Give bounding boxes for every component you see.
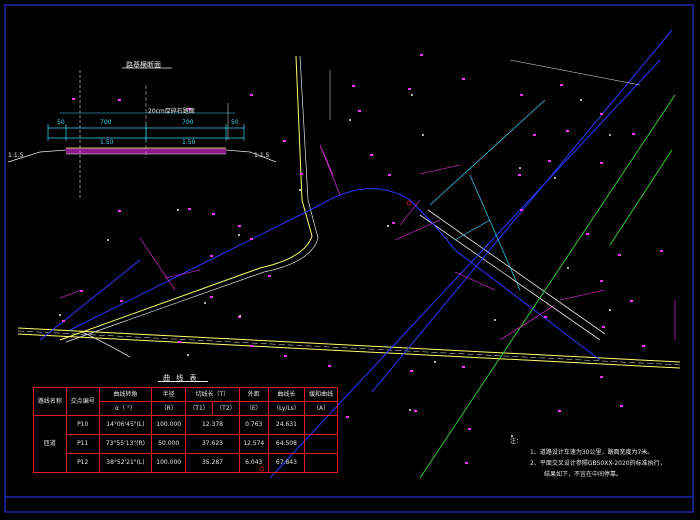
cell-tangent: 35.287	[185, 453, 240, 473]
table-row: 匝道 P10 14°06'45"(L) 100.000 12.378 0.763…	[33, 415, 338, 473]
cell-point: P12	[65, 453, 100, 473]
table-row: P12 38°52'21"(L) 100.000 35.287 6.043 67…	[34, 453, 338, 473]
cell-deflection: 14°06'45"(L)	[98, 415, 153, 435]
note-line: 2、平面交叉设计参照GB50XX-2020的标准执行，	[530, 460, 666, 467]
cross-section	[7, 67, 277, 200]
cell-radius: 100.000	[151, 415, 187, 435]
header-external: 外距	[238, 387, 269, 402]
dim-label-center-left: 700	[100, 119, 112, 126]
sub-t2: （T2）	[211, 401, 240, 416]
drawing-frame	[4, 4, 694, 513]
road-east	[419, 209, 606, 341]
cell-radius: 50.000	[151, 434, 187, 454]
slope-label-right: 1:1.5	[254, 152, 270, 159]
cell-external: 0.763	[238, 415, 269, 435]
cell-point: P11	[65, 434, 100, 454]
inner-dim-left: 1.50	[100, 139, 114, 146]
cell-transition	[304, 434, 338, 454]
note-line: 结果如下，不宜在中间停靠。	[544, 471, 623, 478]
table-row: P11 73°55'13"(R) 50.000 37.623 12.574 64…	[34, 434, 338, 454]
cell-curve-length: 67.843	[267, 453, 306, 473]
cell-curve-length: 24.631	[267, 415, 306, 435]
header-radius: 半径	[151, 387, 187, 402]
cell-transition	[304, 453, 338, 473]
route-name-cell: 匝道	[33, 415, 67, 473]
curve-table-title-underline	[158, 381, 208, 382]
cell-external: 12.574	[238, 434, 269, 454]
sub-external: （E）	[238, 401, 269, 416]
notes-head: 注：	[510, 438, 523, 445]
cell-radius: 100.000	[151, 453, 187, 473]
header-curve-length: 曲线长	[267, 387, 306, 402]
survey-points	[59, 94, 611, 437]
sub-transition: （A）	[304, 401, 338, 416]
cross-section-title: 路基横断面	[126, 61, 161, 69]
alignment-tags	[59, 144, 461, 299]
header-deflection: 曲线转角	[98, 387, 153, 402]
cell-tangent: 12.378	[185, 415, 240, 435]
header-tangent: 切线长（T）	[185, 387, 240, 402]
ground-markers	[62, 54, 663, 464]
sub-t1: （T1）	[185, 401, 213, 416]
main-road	[17, 327, 681, 369]
curve-table-title: 曲 线 表	[163, 374, 199, 382]
inner-dim-right: 1.50	[182, 139, 196, 146]
design-notes: 注： 1、道路设计车速为30公里，路面宽度为7米。 2、平面交叉设计参照GB50…	[510, 436, 666, 480]
dim-label-left: 50	[57, 119, 65, 126]
cell-tangent: 37.623	[185, 434, 240, 454]
dim-label-center-right: 700	[182, 119, 194, 126]
ramp-road	[59, 55, 319, 343]
curve-table: 路线名称 交点编号 曲线转角 半径 切线长（T） 外距 曲线长 缓和曲线 α（ …	[33, 387, 338, 473]
dim-label-right: 50	[231, 119, 239, 126]
header-point-no: 交点编号	[65, 387, 100, 416]
sub-deflection: α（ °）	[98, 401, 153, 416]
slope-label-left: 1:1.5	[8, 152, 24, 159]
white-leaders	[329, 59, 641, 120]
sub-curve-length: （Ly/Ls）	[267, 401, 306, 416]
station-leaders	[139, 144, 676, 341]
cell-curve-length: 64.508	[267, 434, 306, 454]
cyan-lines	[429, 99, 546, 291]
sub-radius: （R）	[151, 401, 187, 416]
green-lines	[419, 94, 676, 479]
cell-point: P10	[65, 415, 100, 435]
note-line: 1、道路设计车速为30公里，路面宽度为7米。	[530, 449, 654, 456]
cell-transition	[304, 415, 338, 435]
cell-deflection: 73°55'13"(R)	[98, 434, 153, 454]
header-transition: 缓和曲线	[304, 387, 338, 402]
cell-external: 6.043	[238, 453, 269, 473]
pavement-width-label: 20cm厚碎石路面	[148, 108, 195, 115]
cell-deflection: 38°52'21"(L)	[98, 453, 153, 473]
header-route-name: 路线名称	[33, 387, 67, 416]
